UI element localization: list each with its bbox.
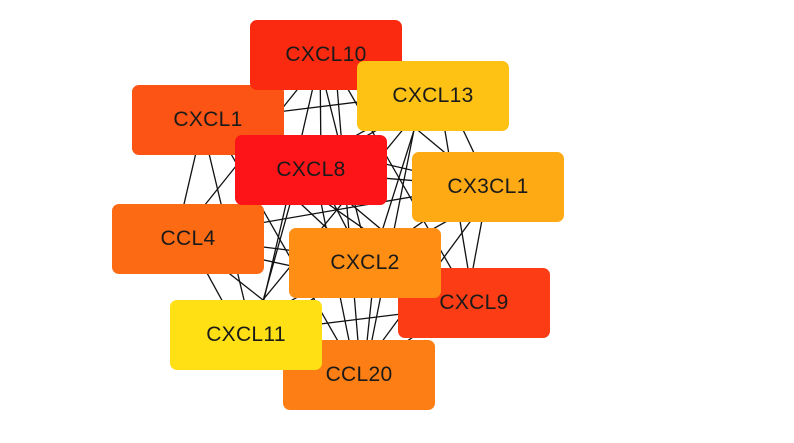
node-label: CXCL8	[276, 158, 346, 181]
node-ccl4[interactable]: CCL4	[112, 204, 264, 274]
node-label: CXCL11	[206, 323, 286, 346]
node-label: CXCL1	[173, 108, 243, 131]
node-label: CCL4	[160, 227, 216, 250]
node-label: CCL20	[325, 363, 393, 386]
node-label: CX3CL1	[447, 175, 529, 198]
node-cxcl13[interactable]: CXCL13	[357, 61, 509, 131]
node-cxcl9[interactable]: CXCL9	[398, 268, 550, 338]
node-label: CXCL10	[285, 43, 367, 66]
node-label: CXCL9	[439, 291, 509, 314]
node-cx3cl1[interactable]: CX3CL1	[412, 152, 564, 222]
edge-cxcl10-ccl20	[334, 60, 362, 379]
node-cxcl8[interactable]: CXCL8	[235, 135, 387, 205]
edge-cxcl13-cxcl11	[236, 94, 432, 332]
node-label: CXCL2	[330, 251, 400, 274]
edge-cxcl10-cxcl9	[329, 57, 472, 304]
node-cxcl11[interactable]: CXCL11	[170, 300, 322, 370]
node-cxcl2[interactable]: CXCL2	[289, 228, 441, 298]
node-label: CXCL13	[392, 84, 474, 107]
